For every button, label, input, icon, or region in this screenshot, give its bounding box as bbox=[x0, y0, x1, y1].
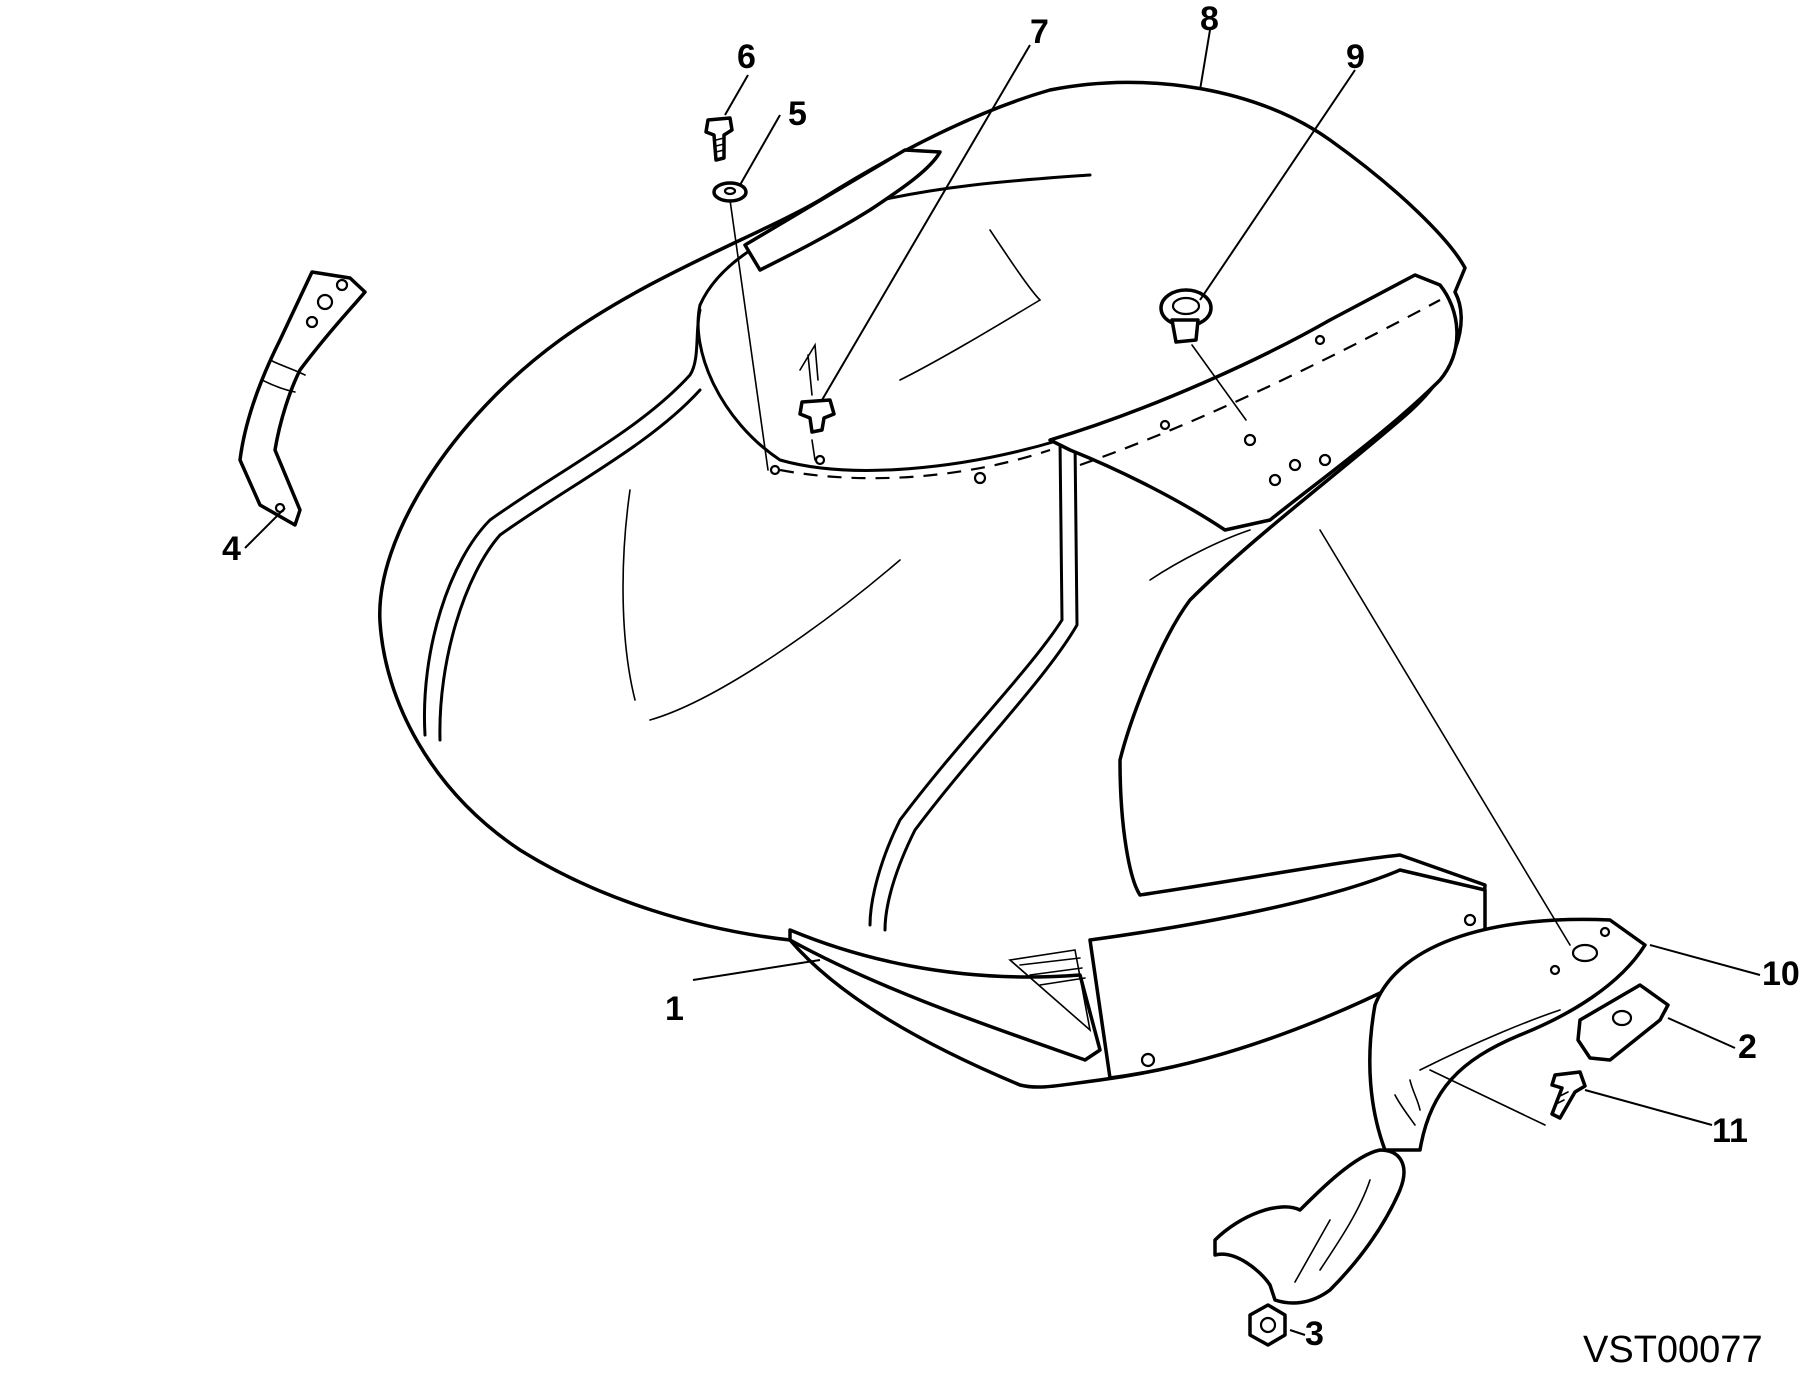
quarter-turn-fastener bbox=[1159, 288, 1247, 421]
callout-7: 7 bbox=[1030, 13, 1049, 51]
callout-9: 9 bbox=[1346, 38, 1365, 76]
speed-nut-clip bbox=[1576, 983, 1670, 1062]
fairing-body bbox=[378, 80, 1487, 1089]
right-mounting-bracket bbox=[1368, 917, 1647, 1152]
callout-leaders bbox=[244, 29, 1761, 1336]
assembly-line-10 bbox=[1319, 529, 1571, 946]
screw-and-washer bbox=[704, 116, 769, 471]
drawing-code: VST00077 bbox=[1583, 1329, 1763, 1371]
callout-8: 8 bbox=[1200, 0, 1219, 38]
left-mounting-bracket bbox=[238, 270, 367, 527]
bracket-screw bbox=[1429, 1069, 1587, 1126]
callout-10: 10 bbox=[1762, 955, 1800, 993]
callout-11: 11 bbox=[1712, 1112, 1748, 1150]
windscreen-screw bbox=[798, 342, 836, 461]
callout-3: 3 bbox=[1305, 1315, 1324, 1353]
callout-2: 2 bbox=[1738, 1028, 1757, 1066]
callout-4: 4 bbox=[222, 530, 241, 568]
rubber-grommet-mount bbox=[1213, 1148, 1406, 1347]
callout-1: 1 bbox=[665, 990, 684, 1028]
callout-5: 5 bbox=[788, 95, 807, 133]
callout-6: 6 bbox=[737, 38, 756, 76]
